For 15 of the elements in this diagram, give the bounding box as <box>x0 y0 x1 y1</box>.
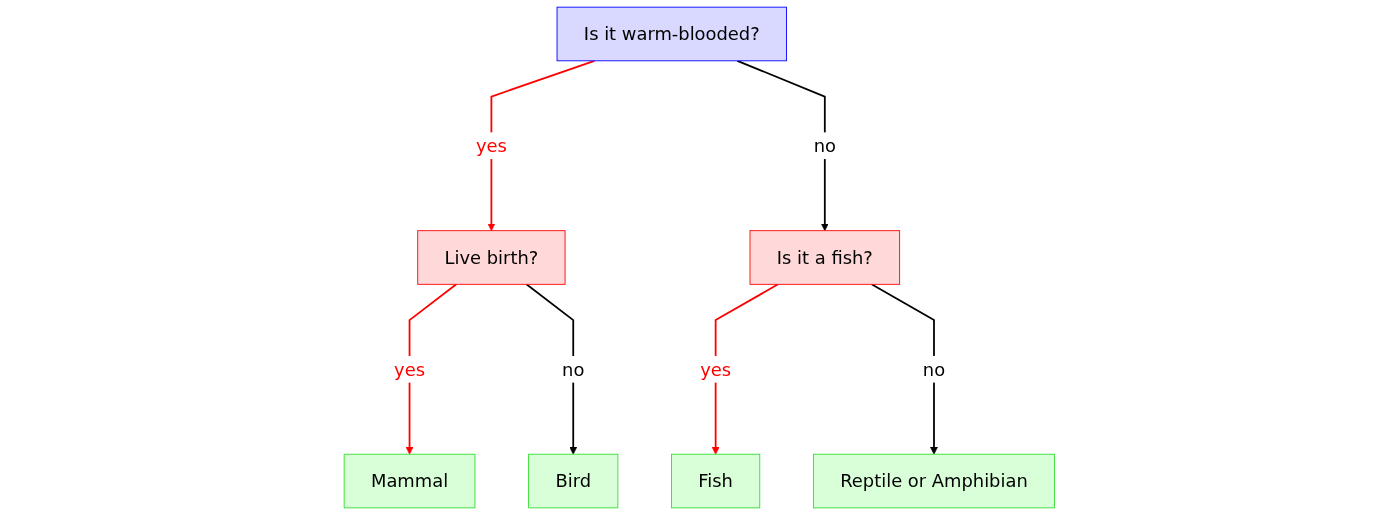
node-box: Live birth? <box>417 230 566 285</box>
node-box: Is it warm-blooded? <box>556 6 788 62</box>
arrow <box>487 59 596 232</box>
edge-label: yes <box>700 358 732 380</box>
edge-label: yes <box>476 135 507 157</box>
edge-label: no <box>562 358 585 380</box>
node-box: Mammal <box>343 453 476 509</box>
node-box: Reptile or Amphibian <box>813 453 1056 509</box>
edge-label: yes <box>394 358 426 380</box>
node-box: Fish <box>671 453 761 509</box>
node-box: Bird <box>528 453 619 509</box>
edge-label: no <box>922 358 946 380</box>
edge-label: no <box>813 135 837 157</box>
node-box: Is it a fish? <box>749 230 901 285</box>
arrow <box>736 59 829 232</box>
